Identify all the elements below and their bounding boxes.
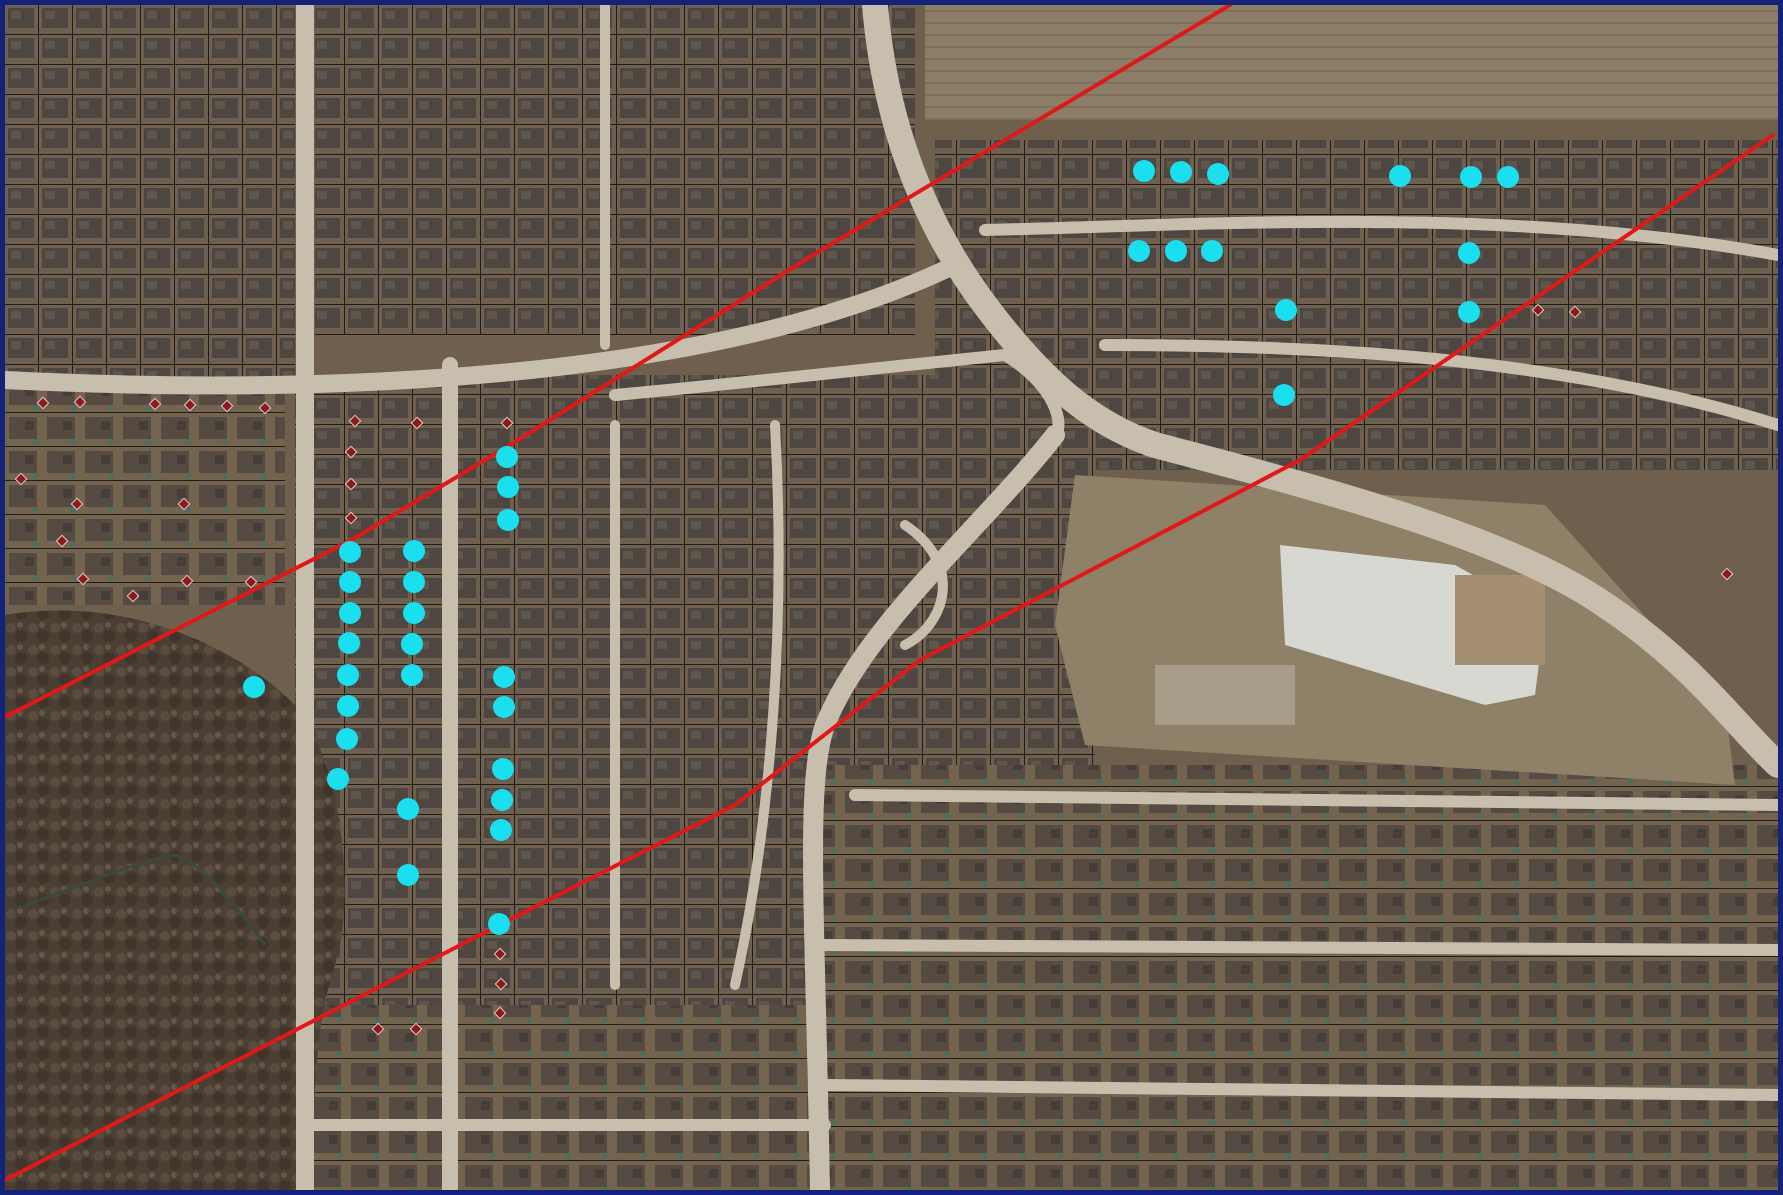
cyan-circle-marker[interactable] (1165, 240, 1187, 262)
red-diamond-marker[interactable] (1720, 567, 1734, 581)
red-diamond-marker[interactable] (55, 534, 69, 548)
cyan-circle-marker[interactable] (339, 541, 361, 563)
cyan-circle-marker[interactable] (497, 476, 519, 498)
cyan-marker-layer[interactable] (243, 160, 1519, 935)
red-diamond-marker[interactable] (410, 416, 424, 430)
cyan-circle-marker[interactable] (337, 695, 359, 717)
red-diamond-marker[interactable] (76, 572, 90, 586)
cyan-circle-marker[interactable] (491, 789, 513, 811)
cyan-circle-marker[interactable] (1460, 166, 1482, 188)
red-diamond-marker[interactable] (220, 399, 234, 413)
red-diamond-marker[interactable] (344, 511, 358, 525)
cyan-circle-marker[interactable] (327, 768, 349, 790)
road-network (5, 5, 1778, 1190)
cyan-circle-marker[interactable] (338, 632, 360, 654)
red-diamond-marker[interactable] (148, 397, 162, 411)
path-boundary-south (5, 133, 1775, 1182)
road-se-grid-2 (819, 939, 1778, 956)
cyan-circle-marker[interactable] (401, 633, 423, 655)
red-diamond-marker[interactable] (14, 472, 28, 486)
collector-road-south (803, 425, 1065, 1190)
cyan-circle-marker[interactable] (337, 664, 359, 686)
red-diamond-marker[interactable] (493, 1006, 507, 1020)
cyan-circle-marker[interactable] (1458, 301, 1480, 323)
housing-block-se (815, 765, 1778, 1190)
cyan-circle-marker[interactable] (397, 798, 419, 820)
cyan-circle-marker[interactable] (1133, 160, 1155, 182)
cyan-circle-marker[interactable] (1201, 240, 1223, 262)
housing-block-nw (5, 5, 295, 385)
red-diamond-marker[interactable] (126, 589, 140, 603)
red-diamond-marker[interactable] (409, 1022, 423, 1036)
road-cul-de-sac (900, 520, 948, 650)
road-mid-loop (609, 348, 1065, 441)
red-diamond-marker[interactable] (73, 395, 87, 409)
road-cross-north (5, 256, 964, 395)
cyan-circle-marker[interactable] (1273, 384, 1295, 406)
red-diamond-marker[interactable] (180, 574, 194, 588)
red-diamond-marker[interactable] (244, 575, 258, 589)
red-diamond-marker[interactable] (500, 416, 514, 430)
wooded-creek-area (5, 610, 345, 1190)
red-diamond-marker[interactable] (183, 398, 197, 412)
cyan-circle-marker[interactable] (243, 676, 265, 698)
housing-block-north (315, 5, 915, 335)
road-se-grid-1 (849, 789, 1778, 811)
crop-field (925, 5, 1778, 120)
red-diamond-marker[interactable] (371, 1022, 385, 1036)
red-diamond-marker[interactable] (348, 414, 362, 428)
cyan-circle-marker[interactable] (1389, 165, 1411, 187)
school-annex (1455, 575, 1545, 665)
cyan-circle-marker[interactable] (492, 758, 514, 780)
cyan-circle-marker[interactable] (403, 602, 425, 624)
red-diamond-marker[interactable] (177, 497, 191, 511)
cyan-circle-marker[interactable] (403, 540, 425, 562)
red-diamond-marker[interactable] (493, 947, 507, 961)
cyan-circle-marker[interactable] (339, 571, 361, 593)
cyan-circle-marker[interactable] (497, 509, 519, 531)
cyan-circle-marker[interactable] (1207, 163, 1229, 185)
path-boundary-north (5, 5, 1232, 719)
cyan-circle-marker[interactable] (339, 602, 361, 624)
cyan-circle-marker[interactable] (1170, 161, 1192, 183)
cyan-circle-marker[interactable] (1458, 242, 1480, 264)
red-diamond-marker[interactable] (344, 477, 358, 491)
red-diamond-marker[interactable] (1531, 303, 1545, 317)
cyan-circle-marker[interactable] (488, 913, 510, 935)
cyan-circle-marker[interactable] (397, 864, 419, 886)
cyan-circle-marker[interactable] (336, 728, 358, 750)
aerial-map-canvas[interactable] (5, 5, 1778, 1190)
creek-line (24, 853, 267, 946)
housing-block-south (295, 1005, 815, 1190)
red-diamond-layer[interactable] (14, 303, 1734, 1036)
main-road-curve (862, 5, 1778, 778)
cyan-circle-marker[interactable] (1128, 240, 1150, 262)
cyan-circle-marker[interactable] (493, 696, 515, 718)
road-se-grid-3 (819, 1079, 1778, 1101)
cyan-circle-marker[interactable] (1497, 166, 1519, 188)
school-lot (1155, 665, 1295, 725)
path-boundary-lines (5, 5, 1775, 1182)
cyan-circle-marker[interactable] (1275, 299, 1297, 321)
road-east-arc (979, 215, 1778, 261)
cyan-circle-marker[interactable] (401, 664, 423, 686)
road-east-lower (1099, 339, 1778, 431)
red-diamond-marker[interactable] (1568, 305, 1582, 319)
cyan-circle-marker[interactable] (490, 819, 512, 841)
red-diamond-marker[interactable] (258, 401, 272, 415)
red-diamond-marker[interactable] (36, 396, 50, 410)
red-diamond-marker[interactable] (344, 445, 358, 459)
red-diamond-marker[interactable] (494, 977, 508, 991)
cyan-circle-marker[interactable] (493, 666, 515, 688)
red-diamond-marker[interactable] (70, 497, 84, 511)
cyan-circle-marker[interactable] (403, 571, 425, 593)
housing-block-west (5, 390, 285, 605)
cyan-circle-marker[interactable] (496, 446, 518, 468)
road-interior-2 (730, 420, 784, 990)
